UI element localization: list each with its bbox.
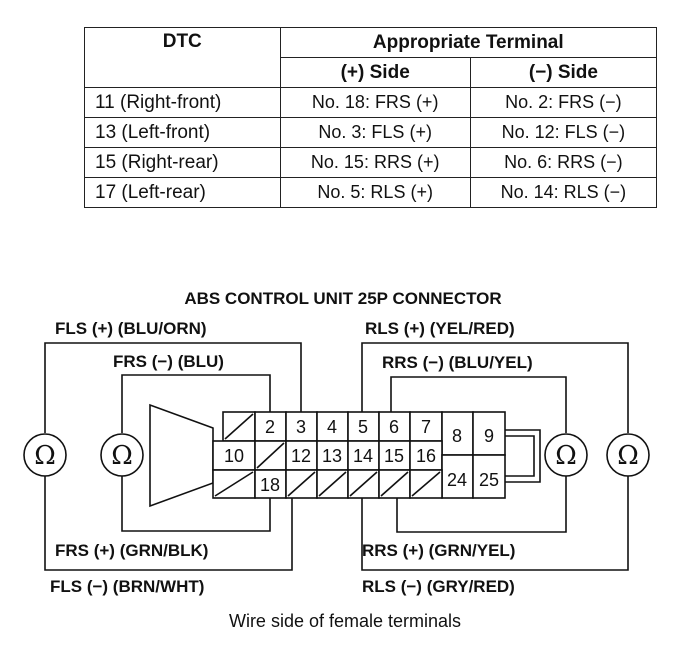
label-fls-minus: FLS (−) (BRN/WHT)	[50, 577, 204, 596]
pin-12-label: 12	[291, 446, 311, 466]
pin-13-label: 13	[322, 446, 342, 466]
wire-rls-minus	[361, 470, 629, 571]
wire-rls-plus	[361, 342, 629, 433]
table-row: 13 (Left-front) No. 3: FLS (+) No. 12: F…	[84, 117, 658, 148]
wire-rrs-minus	[390, 376, 567, 433]
wire-fls-minus	[44, 470, 293, 571]
pin-9-label: 9	[484, 426, 494, 446]
table-row: 17 (Left-rear) No. 5: RLS (+) No. 14: RL…	[84, 177, 658, 208]
dtc-cell: 17 (Left-rear)	[84, 177, 281, 208]
label-rls-plus: RLS (+) (YEL/RED)	[365, 319, 515, 338]
wire-frs-minus	[121, 374, 271, 433]
wiring	[44, 342, 629, 571]
pin-16-label: 16	[416, 446, 436, 466]
ohmmeter-frs: Ω	[100, 433, 144, 477]
label-rrs-minus: RRS (−) (BLU/YEL)	[382, 353, 533, 372]
ohmmeter-rls: Ω	[606, 433, 650, 477]
connector-lock-bracket-inner	[505, 435, 535, 477]
pin-18-label: 18	[260, 475, 280, 495]
header-dtc: DTC	[84, 27, 281, 88]
diagram-caption: Wire side of female terminals	[229, 611, 461, 631]
plus-terminal-cell: No. 18: FRS (+)	[279, 87, 471, 118]
pin-7-label: 7	[421, 417, 431, 437]
plus-terminal-cell: No. 3: FLS (+)	[279, 117, 471, 148]
minus-terminal-cell: No. 6: RRS (−)	[469, 147, 658, 178]
pin-15-label: 15	[384, 446, 404, 466]
wire-frs-plus	[121, 470, 271, 532]
dtc-cell: 15 (Right-rear)	[84, 147, 281, 178]
pin-6-label: 6	[389, 417, 399, 437]
plus-terminal-cell: No. 5: RLS (+)	[279, 177, 471, 208]
header-appropriate-terminal: Appropriate Terminal	[279, 27, 658, 58]
connector-lock-bracket	[505, 429, 541, 483]
dtc-cell: 13 (Left-front)	[84, 117, 281, 148]
ohmmeter-rrs: Ω	[544, 433, 588, 477]
minus-terminal-cell: No. 14: RLS (−)	[469, 177, 658, 208]
pin-14-label: 14	[353, 446, 373, 466]
connector-title: ABS CONTROL UNIT 25P CONNECTOR	[184, 289, 501, 308]
label-fls-plus: FLS (+) (BLU/ORN)	[55, 319, 207, 338]
pin-4-label: 4	[327, 417, 337, 437]
label-rls-minus: RLS (−) (GRY/RED)	[362, 577, 515, 596]
minus-terminal-cell: No. 12: FLS (−)	[469, 117, 658, 148]
connector-25p: 2 3 4 5 6 7 8 9 10 12 13 14 15 16 18 24 …	[149, 403, 541, 508]
table-row: 15 (Right-rear) No. 15: RRS (+) No. 6: R…	[84, 147, 658, 178]
label-frs-plus: FRS (+) (GRN/BLK)	[55, 541, 208, 560]
minus-terminal-cell: No. 2: FRS (−)	[469, 87, 658, 118]
label-frs-minus: FRS (−) (BLU)	[113, 352, 224, 371]
pin-3-label: 3	[296, 417, 306, 437]
plus-terminal-cell: No. 15: RRS (+)	[279, 147, 471, 178]
ohm-icon: Ω	[617, 441, 639, 471]
dtc-terminal-table: DTC Appropriate Terminal (+) Side (−) Si…	[84, 27, 658, 208]
ohm-icon: Ω	[34, 441, 56, 471]
ohm-icon: Ω	[111, 441, 133, 471]
label-rrs-plus: RRS (+) (GRN/YEL)	[362, 541, 515, 560]
wire-rrs-plus	[396, 470, 567, 533]
header-minus-side: (−) Side	[469, 57, 658, 88]
connector-latch	[149, 403, 214, 508]
table-row: 11 (Right-front) No. 18: FRS (+) No. 2: …	[84, 87, 658, 118]
ohmmeter-fls: Ω	[23, 433, 67, 477]
pin-10-label: 10	[224, 446, 244, 466]
pin-8-label: 8	[452, 426, 462, 446]
pin-24-label: 24	[447, 470, 467, 490]
ohm-icon: Ω	[555, 441, 577, 471]
pin-25-label: 25	[479, 470, 499, 490]
pin-2-label: 2	[265, 417, 275, 437]
wire-fls-plus	[44, 342, 302, 433]
pin-5-label: 5	[358, 417, 368, 437]
